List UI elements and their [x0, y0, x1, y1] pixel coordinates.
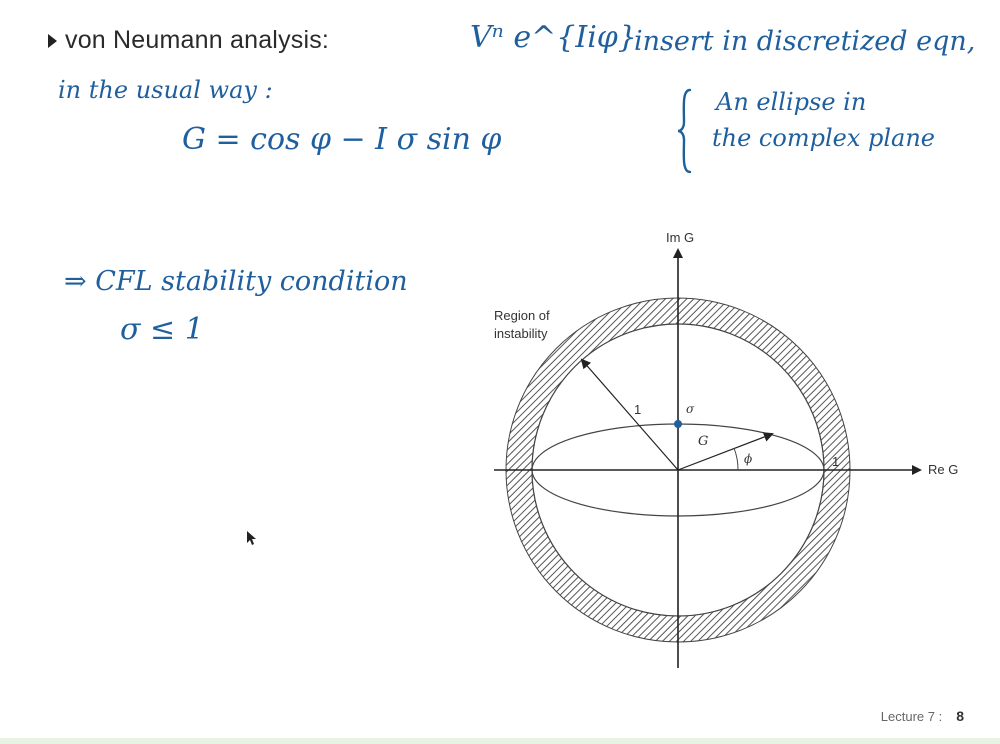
- stability-diagram: Im G Re G Region of instability 1 σ G ϕ …: [480, 222, 980, 682]
- bullet-text: von Neumann analysis:: [65, 26, 330, 54]
- handwritten-cfl-condition: ⇒ CFL stability condition: [64, 266, 408, 297]
- phi-label: ϕ: [744, 452, 753, 466]
- handwritten-ellipse-line2: the complex plane: [712, 124, 935, 152]
- radius-label: 1: [634, 402, 642, 417]
- handwritten-ellipse-line1: An ellipse in: [716, 88, 867, 116]
- g-label: G: [698, 434, 709, 449]
- page-number: 8: [956, 708, 964, 724]
- radius-arrow: [580, 358, 679, 471]
- handwritten-usual-way: in the usual way :: [58, 76, 273, 104]
- bottom-bar: [0, 738, 1000, 744]
- bullet-item: von Neumann analysis:: [48, 26, 329, 55]
- sigma-point: [674, 420, 682, 428]
- bullet-triangle-icon: [48, 33, 57, 48]
- stability-diagram-svg: [494, 248, 922, 668]
- slide-footer: Lecture 7 : 8: [881, 708, 964, 724]
- re-axis-label: Re G: [928, 462, 959, 477]
- mouse-pointer-icon: [247, 531, 256, 545]
- handwritten-amplification-factor: G = cos φ − I σ sin φ: [182, 122, 502, 157]
- handwritten-insert-note: insert in discretized eqn,: [634, 26, 976, 57]
- region-label-line1: Region of: [494, 308, 550, 323]
- curly-brace-icon: [677, 88, 692, 174]
- g-vector-arrow: [677, 432, 774, 471]
- sigma-label: σ: [686, 402, 695, 416]
- re-one-label: 1: [832, 454, 840, 469]
- handwritten-sigma-bound: σ ≤ 1: [120, 312, 204, 347]
- im-axis-label: Im G: [666, 230, 695, 245]
- phi-angle-arc: [733, 447, 739, 471]
- region-label-line2: instability: [494, 326, 548, 341]
- handwritten-fourier-mode: Vⁿ e^{Iiφ}: [470, 20, 637, 55]
- lecture-number: Lecture 7 :: [880, 709, 943, 724]
